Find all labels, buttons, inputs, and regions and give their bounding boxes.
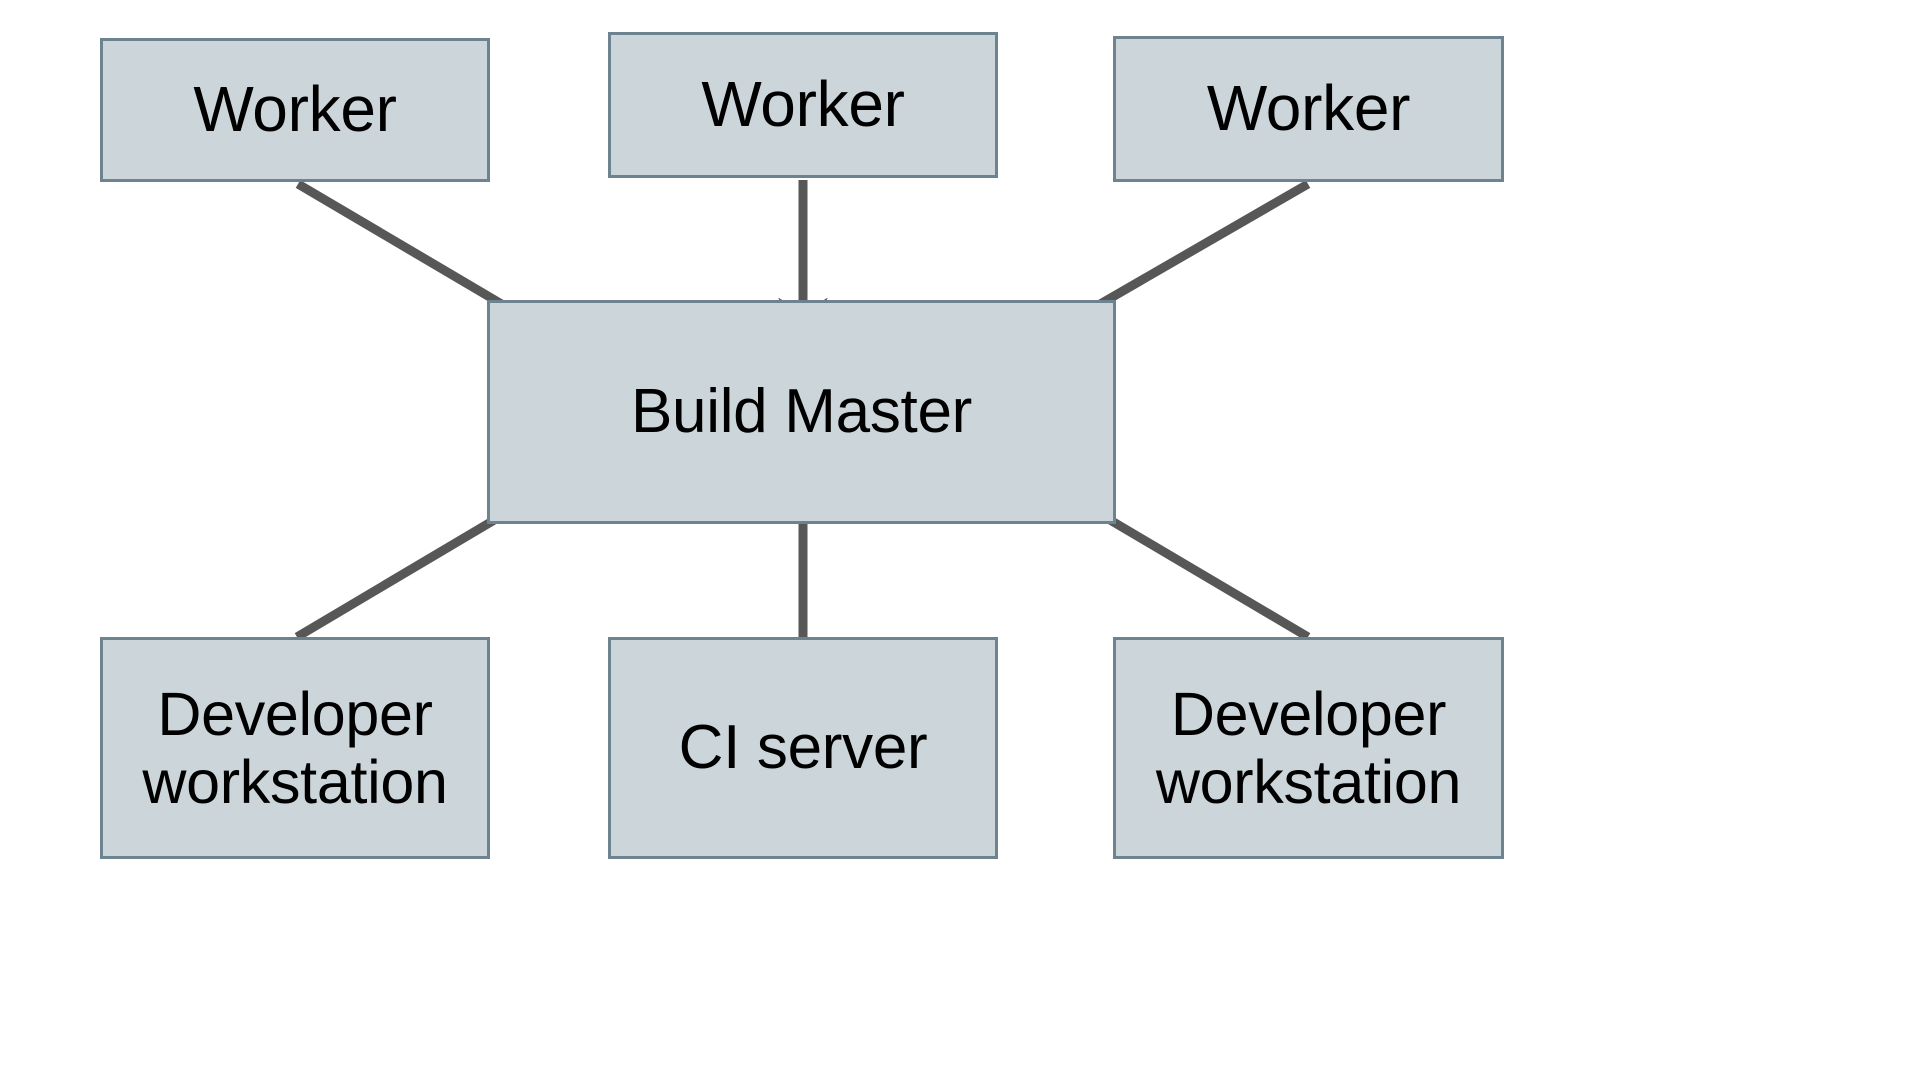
node-build-master[interactable]: Build Master bbox=[487, 300, 1116, 524]
node-developer-workstation-right[interactable]: Developer workstation bbox=[1113, 637, 1504, 859]
node-worker-1[interactable]: Worker bbox=[100, 38, 490, 182]
node-worker-1-label: Worker bbox=[193, 73, 397, 146]
node-ci-server-label: CI server bbox=[678, 713, 928, 783]
node-developer-workstation-left-label: Developer workstation bbox=[142, 679, 448, 816]
node-worker-2[interactable]: Worker bbox=[608, 32, 998, 178]
node-worker-3-label: Worker bbox=[1206, 72, 1411, 145]
node-worker-3[interactable]: Worker bbox=[1113, 36, 1504, 182]
node-build-master-label: Build Master bbox=[631, 377, 972, 447]
node-worker-2-label: Worker bbox=[701, 68, 905, 141]
node-developer-workstation-right-label: Developer workstation bbox=[1155, 679, 1462, 816]
node-developer-workstation-left[interactable]: Developer workstation bbox=[100, 637, 490, 859]
node-ci-server[interactable]: CI server bbox=[608, 637, 998, 859]
